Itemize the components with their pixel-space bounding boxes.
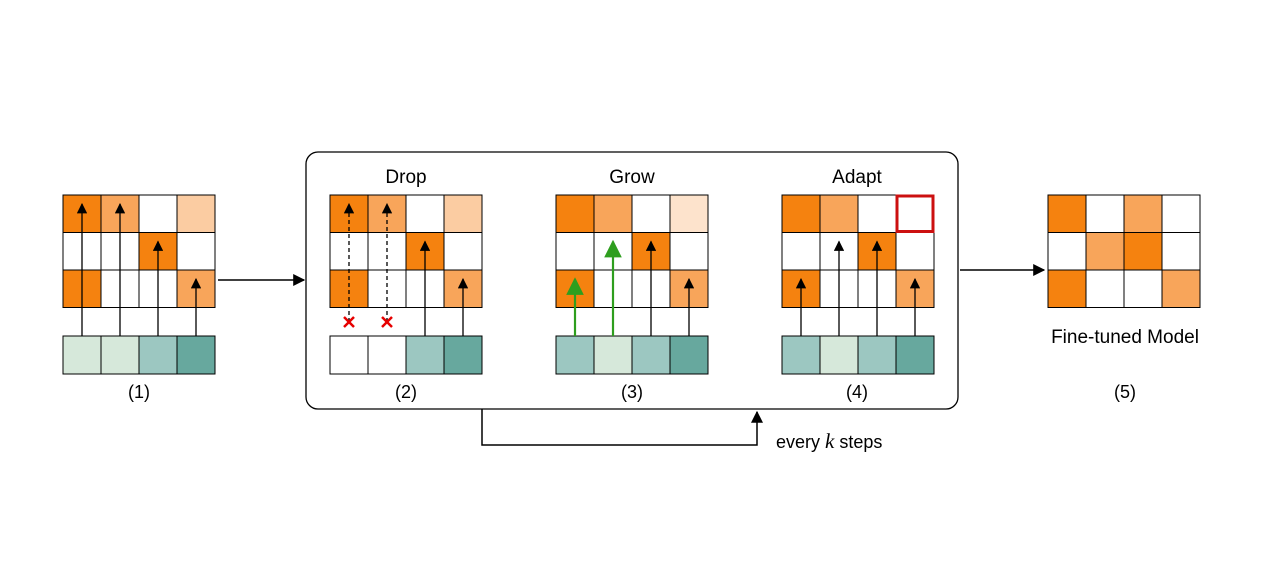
weight-cell-r0-c3 <box>669 194 709 233</box>
weight-cell-r1-c3 <box>1161 232 1201 271</box>
input-cell-0 <box>555 335 595 375</box>
panel-fine-tuned-model <box>1047 194 1201 308</box>
input-cell-1 <box>819 335 859 375</box>
drop-title: Drop <box>385 167 426 188</box>
weight-cell-r0-c1 <box>593 194 633 233</box>
loop-label-prefix: every <box>776 432 825 452</box>
adapt-title: Adapt <box>832 167 882 188</box>
weight-cell-r0-c0 <box>781 194 821 233</box>
adapted-cell-highlight <box>895 194 935 233</box>
step-label-2: (2) <box>395 382 417 402</box>
weight-cell-r0-c0 <box>1047 194 1087 233</box>
panel-adapt <box>781 194 935 375</box>
input-cell-0 <box>329 335 369 375</box>
weight-cell-r0-c0 <box>555 194 595 233</box>
weight-cell-r0-c3 <box>895 194 935 233</box>
weight-cell-r0-c3 <box>443 194 483 233</box>
loop-back-arrow <box>481 409 763 446</box>
weight-cell-r2-c1 <box>367 269 407 308</box>
loop-label-suffix: steps <box>834 432 882 452</box>
input-cell-1 <box>593 335 633 375</box>
weight-cell-r0-c2 <box>1123 194 1163 233</box>
iteration-frame <box>305 151 959 410</box>
weight-cell-r0-c2 <box>405 194 445 233</box>
weight-cell-r1-c2 <box>1123 232 1163 271</box>
input-cell-2 <box>631 335 671 375</box>
weight-cell-r2-c0 <box>1047 269 1087 308</box>
input-cell-3 <box>669 335 709 375</box>
weight-cell-r0-c2 <box>631 194 671 233</box>
input-cell-1 <box>367 335 407 375</box>
weight-cell-r1-c0 <box>555 232 595 271</box>
step-label-4: (4) <box>846 382 868 402</box>
weight-cell-r2-c3 <box>1161 269 1201 308</box>
weight-cell-r0-c1 <box>1085 194 1125 233</box>
fine-tuned-model-title: Fine-tuned Model <box>1051 327 1199 348</box>
weight-cell-r2-c1 <box>1085 269 1125 308</box>
input-cell-2 <box>138 335 178 375</box>
input-cell-0 <box>62 335 102 375</box>
weight-cell-r1-c0 <box>781 232 821 271</box>
weight-cell-r1-c3 <box>669 232 709 271</box>
weight-cell-r1-c3 <box>176 232 216 271</box>
input-cell-3 <box>176 335 216 375</box>
input-cell-2 <box>405 335 445 375</box>
weight-cell-r1-c0 <box>1047 232 1087 271</box>
weight-cell-r1-c3 <box>895 232 935 271</box>
weight-cell-r1-c3 <box>443 232 483 271</box>
weight-cell-r0-c2 <box>857 194 897 233</box>
grow-title: Grow <box>609 167 655 188</box>
weight-cell-r2-c2 <box>1123 269 1163 308</box>
drop-x-icon <box>343 316 355 328</box>
step-label-1: (1) <box>128 382 150 402</box>
input-cell-1 <box>100 335 140 375</box>
step-label-3: (3) <box>621 382 643 402</box>
input-cell-0 <box>781 335 821 375</box>
loop-label-variable: k <box>825 429 835 453</box>
weight-cell-r2-c0 <box>329 269 369 308</box>
panel-initial <box>62 194 216 375</box>
input-cell-3 <box>443 335 483 375</box>
weight-cell-r0-c3 <box>176 194 216 233</box>
weight-cell-r0-c1 <box>819 194 859 233</box>
input-cell-3 <box>895 335 935 375</box>
weight-cell-r0-c2 <box>138 194 178 233</box>
panel-drop <box>329 194 483 375</box>
step-label-5: (5) <box>1114 382 1136 402</box>
input-cell-2 <box>857 335 897 375</box>
panel-grow <box>555 194 709 375</box>
drop-x-icon <box>381 316 393 328</box>
loop-label: every k steps <box>776 429 882 453</box>
weight-cell-r1-c1 <box>1085 232 1125 271</box>
weight-cell-r0-c3 <box>1161 194 1201 233</box>
